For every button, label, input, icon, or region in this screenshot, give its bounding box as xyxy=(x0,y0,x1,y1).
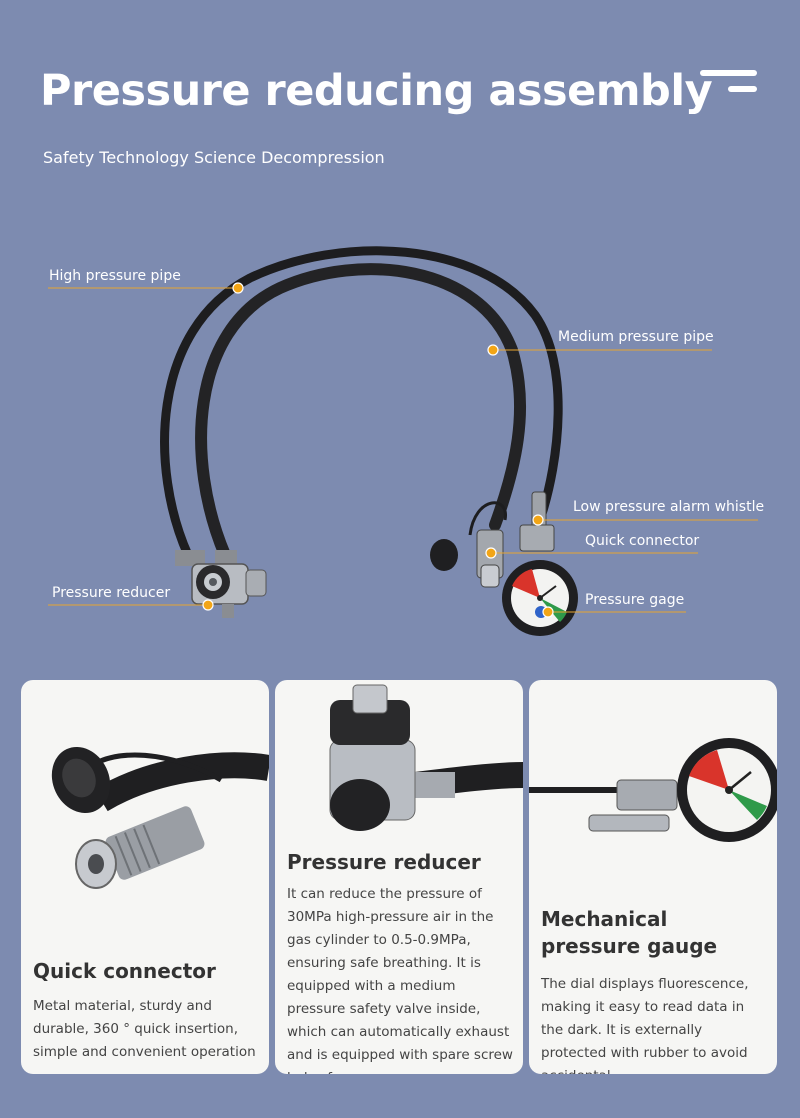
page-subtitle: Safety Technology Science Decompression xyxy=(43,148,385,167)
card-title: Quick connector xyxy=(33,959,216,983)
card-text: It can reduce the pressure of 30MPa high… xyxy=(287,886,513,1074)
card-title: Pressure reducer xyxy=(287,850,481,874)
callout-pressure-gage: Pressure gage xyxy=(585,592,685,608)
medium-pressure-hose xyxy=(195,263,526,561)
high-pressure-hose xyxy=(160,246,563,560)
feature-card-pressure-gauge: Mechanical pressure gauge The dial displ… xyxy=(529,680,777,1074)
quick-connector-photo xyxy=(51,746,269,889)
card-text: The dial displays fluorescence, making i… xyxy=(541,976,749,1074)
pressure-reducer-device xyxy=(175,550,267,618)
callout-lines xyxy=(48,287,758,613)
feature-card-pressure-reducer: Pressure reducer It can reduce the press… xyxy=(275,680,523,1074)
menu-icon-bar-bottom xyxy=(728,86,757,92)
callout-high-pressure-pipe: High pressure pipe xyxy=(49,268,181,284)
pressure-reducer-photo xyxy=(329,684,523,831)
page-title: Pressure reducing assembly xyxy=(40,66,713,116)
quick-connector-device xyxy=(430,501,507,588)
pressure-gauge-device xyxy=(502,560,578,636)
card-title: Mechanical pressure gauge xyxy=(541,907,718,958)
feature-card-quick-connector: Quick connector Metal material, sturdy a… xyxy=(21,680,269,1074)
callout-medium-pressure-pipe: Medium pressure pipe xyxy=(558,329,714,345)
menu-icon-bar-top xyxy=(700,70,757,76)
product-diagram: High pressure pipe Medium pressure pipe … xyxy=(0,220,800,670)
card-text: Metal material, sturdy and durable, 360 … xyxy=(33,998,256,1060)
callout-pressure-reducer: Pressure reducer xyxy=(52,585,171,601)
assembly-illustration xyxy=(48,246,758,636)
alarm-whistle-device xyxy=(519,491,555,552)
callout-dots xyxy=(202,282,554,618)
callout-low-pressure-alarm-whistle: Low pressure alarm whistle xyxy=(573,499,765,515)
pressure-gauge-photo xyxy=(529,738,777,842)
callout-quick-connector: Quick connector xyxy=(585,533,700,549)
menu-icon[interactable] xyxy=(700,70,760,96)
